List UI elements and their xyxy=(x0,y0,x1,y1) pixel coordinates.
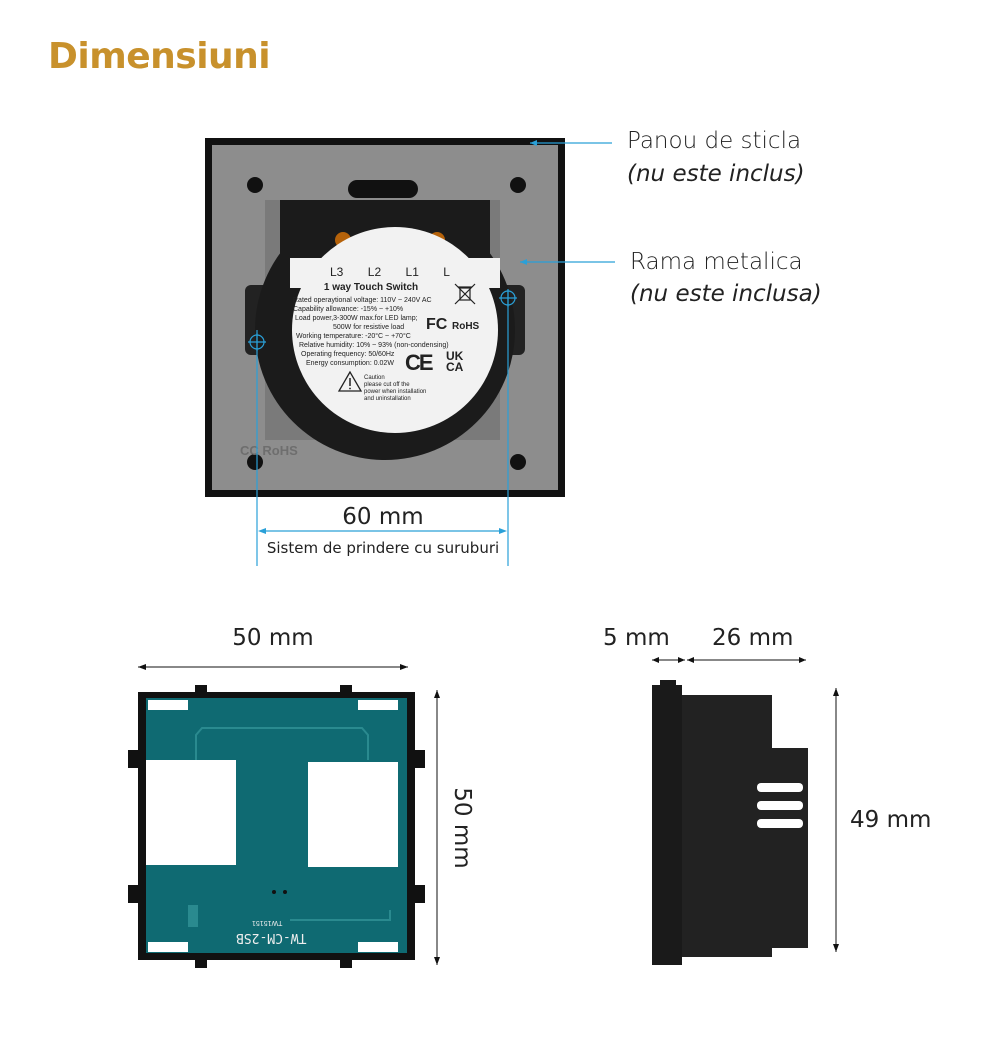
warning-icon xyxy=(337,370,363,392)
rohs-mark: RoHS xyxy=(452,321,480,332)
terminal-l3: L3 xyxy=(330,265,344,279)
terminal-l2: L2 xyxy=(367,265,382,279)
caution-line: Caution xyxy=(364,375,385,381)
caution-line: and uninstallation xyxy=(364,396,411,402)
pcb-and-side-drawing xyxy=(128,657,839,968)
spec-line: Load power,3-300W max.for LED lamp; xyxy=(295,315,418,322)
ca-text: CA xyxy=(446,360,464,374)
caution-line: please cut off the xyxy=(364,382,410,388)
metal-frame-label: Rama metalica xyxy=(630,249,803,275)
terminal-l: L xyxy=(443,265,450,279)
fcc-mark: FC xyxy=(426,316,448,333)
pcb-width-label: 50 mm xyxy=(232,625,314,651)
caution-text: Caution please cut off the power when in… xyxy=(364,375,426,403)
pcb-marking: TW-CM-2SB xyxy=(236,930,307,945)
pcb-view xyxy=(128,664,440,968)
page-title: Dimensiuni xyxy=(48,36,271,77)
caution-line: power when installation xyxy=(364,389,427,395)
ce-mark: CE xyxy=(405,350,434,375)
glass-panel-note: (nu este inclus) xyxy=(627,161,805,187)
glass-panel-label: Panou de sticla xyxy=(627,128,802,154)
metal-frame-note: (nu este inclusa) xyxy=(630,281,822,307)
front-view-drawing: CC RoHS xyxy=(205,138,615,566)
pcb-height-label: 50 mm xyxy=(449,787,475,869)
spec-line: Capability allowance: -15% ~ +10% xyxy=(293,306,404,313)
front-depth-label: 5 mm xyxy=(603,625,670,651)
side-height-label: 49 mm xyxy=(850,807,932,833)
weee-bin-icon xyxy=(454,283,476,305)
screw-spacing-value: 60 mm xyxy=(342,504,424,530)
spec-line: Rated operaytional voltage: 110V ~ 240V … xyxy=(293,297,432,304)
side-view xyxy=(652,657,839,965)
terminal-l1: L1 xyxy=(405,265,419,279)
spec-line: 500W for resistive load xyxy=(333,324,405,331)
terminal-labels: L3 L2 L1 L xyxy=(330,265,450,279)
screw-spacing-caption: Sistem de prindere cu suruburi xyxy=(266,539,500,557)
spec-line: Operating frequency: 50/60Hz xyxy=(301,351,395,358)
body-depth-label: 26 mm xyxy=(712,625,794,651)
pcb-sub-marking: TW15151 xyxy=(252,919,283,926)
spec-line: Energy consumption: 0.02W xyxy=(306,360,394,367)
plate-marking: CC RoHS xyxy=(240,443,298,458)
uk-text: UK xyxy=(446,349,464,363)
device-heading: 1 way Touch Switch xyxy=(323,282,419,293)
ukca-mark: UK CA xyxy=(446,349,464,374)
spec-line: Relative humidity: 10% ~ 93% (non-conden… xyxy=(299,342,449,349)
spec-line: Working temperature: -20°C ~ +70°C xyxy=(296,333,411,340)
